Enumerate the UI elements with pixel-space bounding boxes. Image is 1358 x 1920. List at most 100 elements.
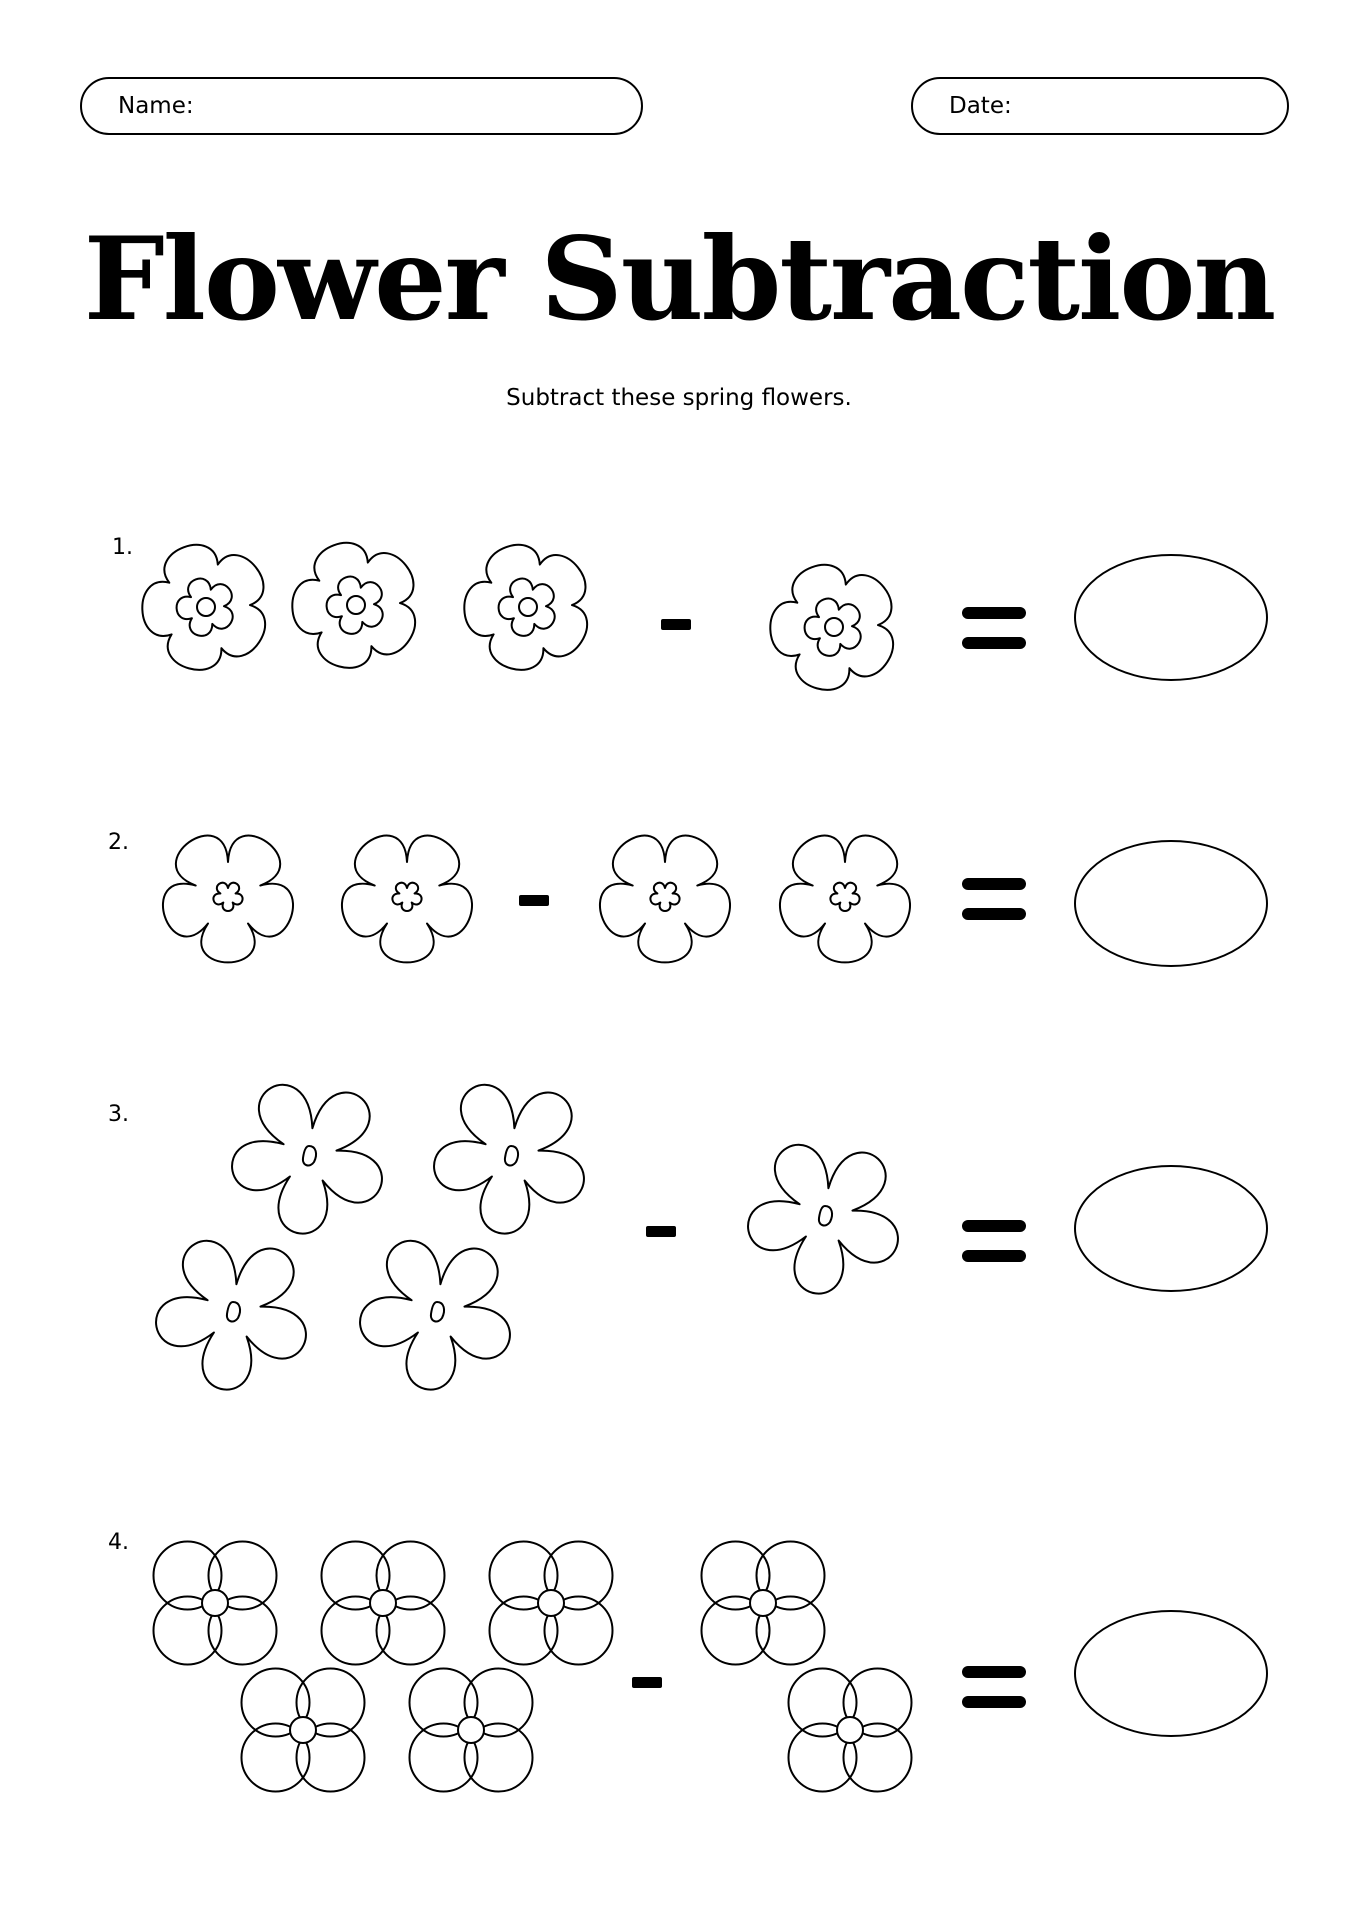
petal [700,1540,771,1611]
outer-petals [341,834,473,964]
petal [295,1667,366,1738]
ruffled-flower-icon [341,834,473,964]
equals-sign [962,878,1026,924]
flower-center [749,1589,777,1617]
outer-petals [141,543,267,671]
flower-center [503,1145,520,1167]
answer-oval[interactable] [1074,840,1268,967]
ruffled-flower-icon [779,834,911,964]
petal [207,1595,278,1666]
equals-sign [962,1666,1026,1712]
name-label: Name: [118,93,194,119]
pansy-flower-icon [152,1540,278,1666]
pansy-flower-icon [408,1667,534,1793]
name-field[interactable]: Name: [80,77,643,135]
outer-petals [747,1143,899,1295]
petal [755,1595,826,1666]
star-flower-icon [231,1083,383,1235]
pansy-flower-icon [787,1667,913,1793]
flower-center [817,1205,834,1227]
page-title: Flower Subtraction [83,212,1277,346]
flower-center [829,881,861,912]
star-flower-icon [433,1083,585,1235]
inner-petals [175,577,234,637]
petal [842,1722,913,1793]
outer-petals [231,1083,383,1235]
petal [375,1595,446,1666]
ring-flower-icon [141,543,267,671]
outer-petals [779,834,911,964]
flower-center [225,1301,242,1323]
flower-center [429,1301,446,1323]
petal [543,1540,614,1611]
outer-petals [433,1083,585,1235]
petal [152,1595,223,1666]
outer-petals [599,834,731,964]
problem-number: 2. [108,830,129,855]
petal [700,1595,771,1666]
petal [320,1595,391,1666]
pansy-flower-icon [240,1667,366,1793]
flower-center [649,881,681,912]
petal [755,1540,826,1611]
date-label: Date: [949,93,1012,119]
ruffled-flower-icon [599,834,731,964]
outer-petals [155,1239,307,1391]
flower-center [824,617,844,637]
flower-center [301,1145,318,1167]
flower-center [836,1716,864,1744]
pansy-flower-icon [700,1540,826,1666]
inner-petals [325,575,384,635]
ring-flower-icon [769,563,895,691]
minus-sign [632,1677,662,1688]
flower-center [289,1716,317,1744]
petal [787,1667,858,1738]
petal [543,1595,614,1666]
answer-oval[interactable] [1074,1165,1268,1292]
problem-number: 1. [112,535,133,560]
petal [408,1722,479,1793]
page-subtitle: Subtract these spring flowers. [506,385,852,411]
petal [207,1540,278,1611]
minus-sign [519,895,549,906]
petal [488,1540,559,1611]
problem-number: 3. [108,1102,129,1127]
outer-petals [359,1239,511,1391]
petal [320,1540,391,1611]
star-flower-icon [747,1143,899,1295]
petal [842,1667,913,1738]
date-field[interactable]: Date: [911,77,1289,135]
outer-petals [463,543,589,671]
equals-sign [962,1220,1026,1266]
minus-sign [646,1226,676,1237]
flower-center [196,597,216,617]
answer-oval[interactable] [1074,1610,1268,1737]
petal [463,1722,534,1793]
flower-center [537,1589,565,1617]
problem-number: 4. [108,1530,129,1555]
minus-sign [661,619,691,630]
ring-flower-icon [291,541,417,669]
flower-center [457,1716,485,1744]
petal [463,1667,534,1738]
petal [787,1722,858,1793]
pansy-flower-icon [320,1540,446,1666]
outer-petals [291,541,417,669]
flower-center [369,1589,397,1617]
equals-sign [962,607,1026,653]
flower-center [201,1589,229,1617]
flower-center [346,595,366,615]
petal [375,1540,446,1611]
outer-petals [769,563,895,691]
star-flower-icon [155,1239,307,1391]
answer-oval[interactable] [1074,554,1268,681]
petal [240,1722,311,1793]
star-flower-icon [359,1239,511,1391]
inner-petals [497,577,556,637]
flower-center [518,597,538,617]
petal [295,1722,366,1793]
petal [240,1667,311,1738]
inner-petals [803,597,862,657]
ruffled-flower-icon [162,834,294,964]
flower-center [212,881,244,912]
